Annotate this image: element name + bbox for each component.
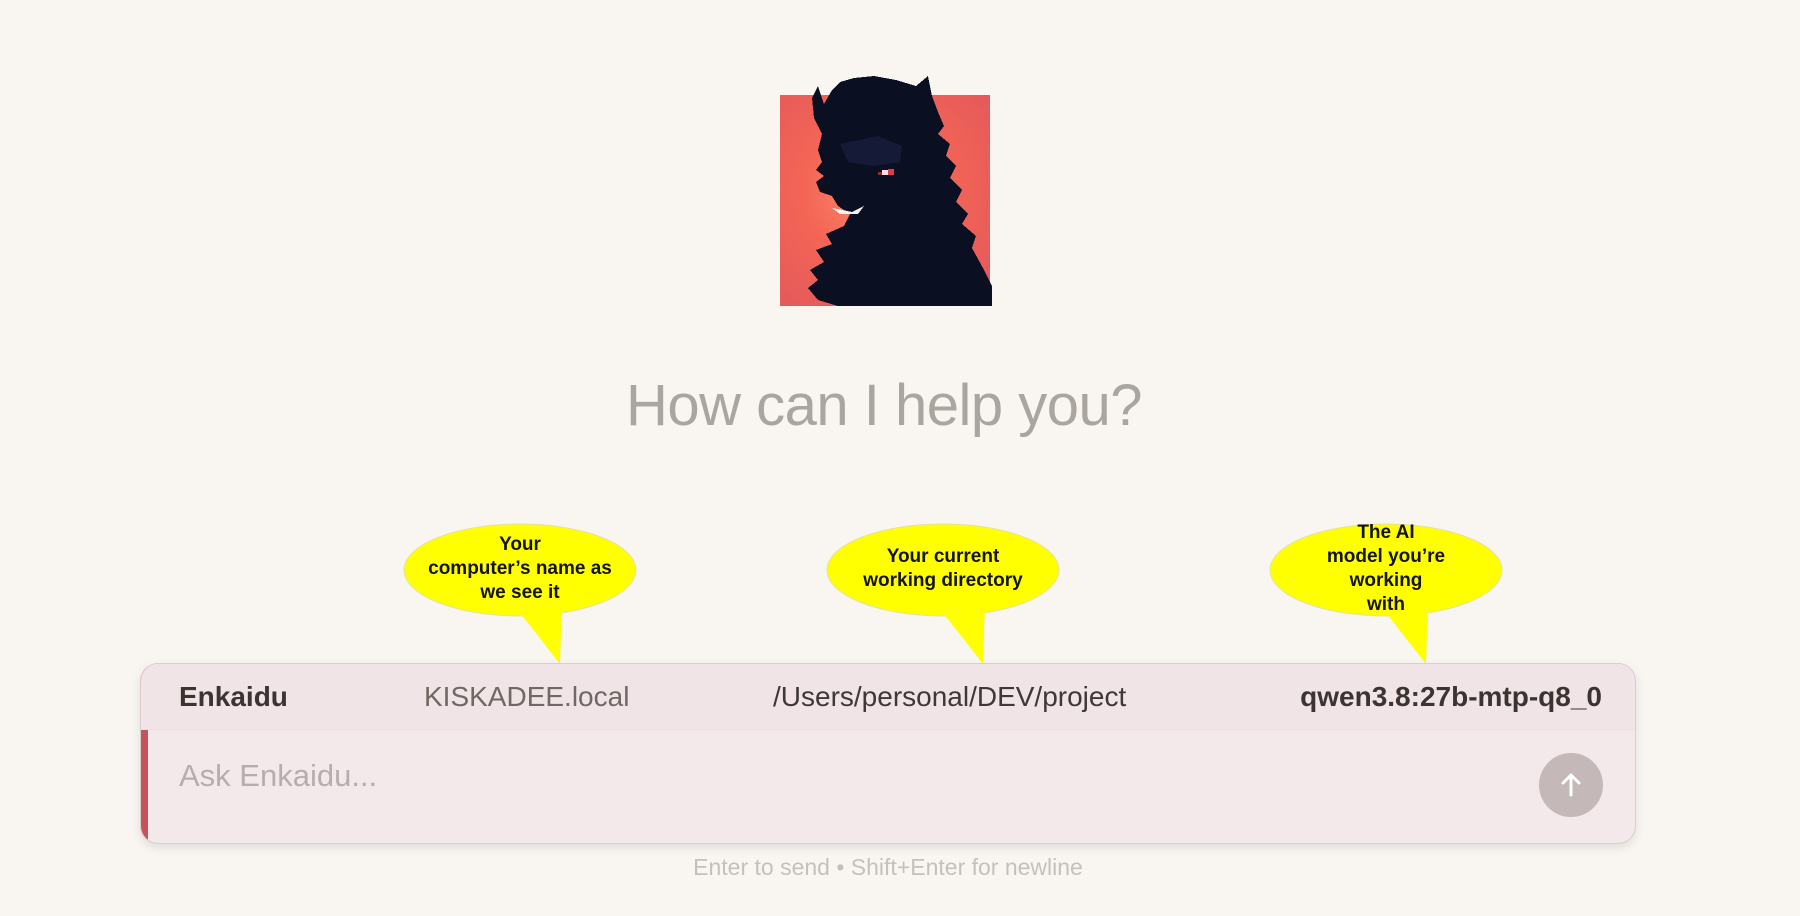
status-bar: Enkaidu KISKADEE.local /Users/personal/D… bbox=[141, 664, 1635, 730]
panel-accent-bar bbox=[141, 664, 148, 843]
callout-host-text: Your computer’s name as we see it bbox=[428, 534, 612, 603]
callout-directory: Your current working directory bbox=[825, 522, 1061, 665]
ask-input[interactable] bbox=[179, 746, 1479, 806]
speech-bubble-icon bbox=[1269, 523, 1503, 664]
speech-bubble-icon bbox=[403, 523, 637, 664]
callout-directory-text: Your current working directory bbox=[863, 546, 1023, 591]
app-name-label: Enkaidu bbox=[179, 681, 288, 712]
page-title: How can I help you? bbox=[625, 373, 1143, 438]
model-name-label: qwen3.8:27b-mtp-q8_0 bbox=[1300, 681, 1602, 712]
callout-model: The AI model you’re working with bbox=[1268, 522, 1504, 665]
callout-host: Your computer’s name as we see it bbox=[402, 522, 638, 665]
callout-model-text: The AI model you’re working with bbox=[1326, 522, 1446, 615]
speech-bubble-icon bbox=[826, 523, 1060, 664]
send-button[interactable] bbox=[1539, 753, 1603, 817]
keyboard-hint: Enter to send • Shift+Enter for newline bbox=[693, 854, 1083, 880]
host-name-label: KISKADEE.local bbox=[424, 681, 630, 712]
arrow-up-icon bbox=[1561, 773, 1581, 797]
dragon-avatar-icon bbox=[778, 74, 996, 306]
chat-input-panel: Enkaidu KISKADEE.local /Users/personal/D… bbox=[140, 663, 1636, 844]
working-directory-label: /Users/personal/DEV/project bbox=[773, 681, 1127, 712]
